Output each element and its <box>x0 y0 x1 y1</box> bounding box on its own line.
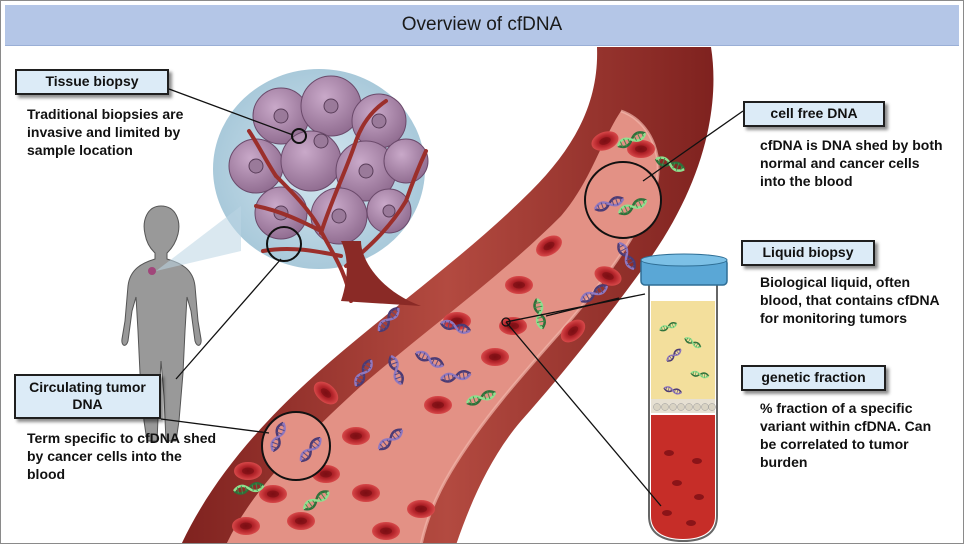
cell-free-dna-description: cfDNA is DNA shed by both normal and can… <box>760 137 943 189</box>
cell-free-dna-label: cell free DNA <box>743 101 885 127</box>
genetic-fraction-description: % fraction of a specific variant within … <box>760 400 932 470</box>
circulating-tumor-dna-label: Circulating tumor DNA <box>14 374 161 419</box>
tissue-biopsy-description: Traditional biopsies are invasive and li… <box>27 106 184 158</box>
liquid-biopsy-description: Biological liquid, often blood, that con… <box>760 274 940 326</box>
ctdna-zoom-circle <box>261 411 331 481</box>
diagram-title: Overview of cfDNA <box>5 5 959 46</box>
tissue-biopsy-label: Tissue biopsy <box>15 69 169 95</box>
genetic-fraction-label: genetic fraction <box>741 365 886 391</box>
circulating-tumor-dna-description: Term specific to cfDNA shed by cancer ce… <box>27 430 217 482</box>
leader-lines <box>160 88 744 507</box>
tumor-tissue <box>213 69 429 306</box>
cfdna-zoom-circle <box>584 161 662 239</box>
liquid-biopsy-label: Liquid biopsy <box>741 240 875 266</box>
blood-collection-tube <box>640 253 728 543</box>
